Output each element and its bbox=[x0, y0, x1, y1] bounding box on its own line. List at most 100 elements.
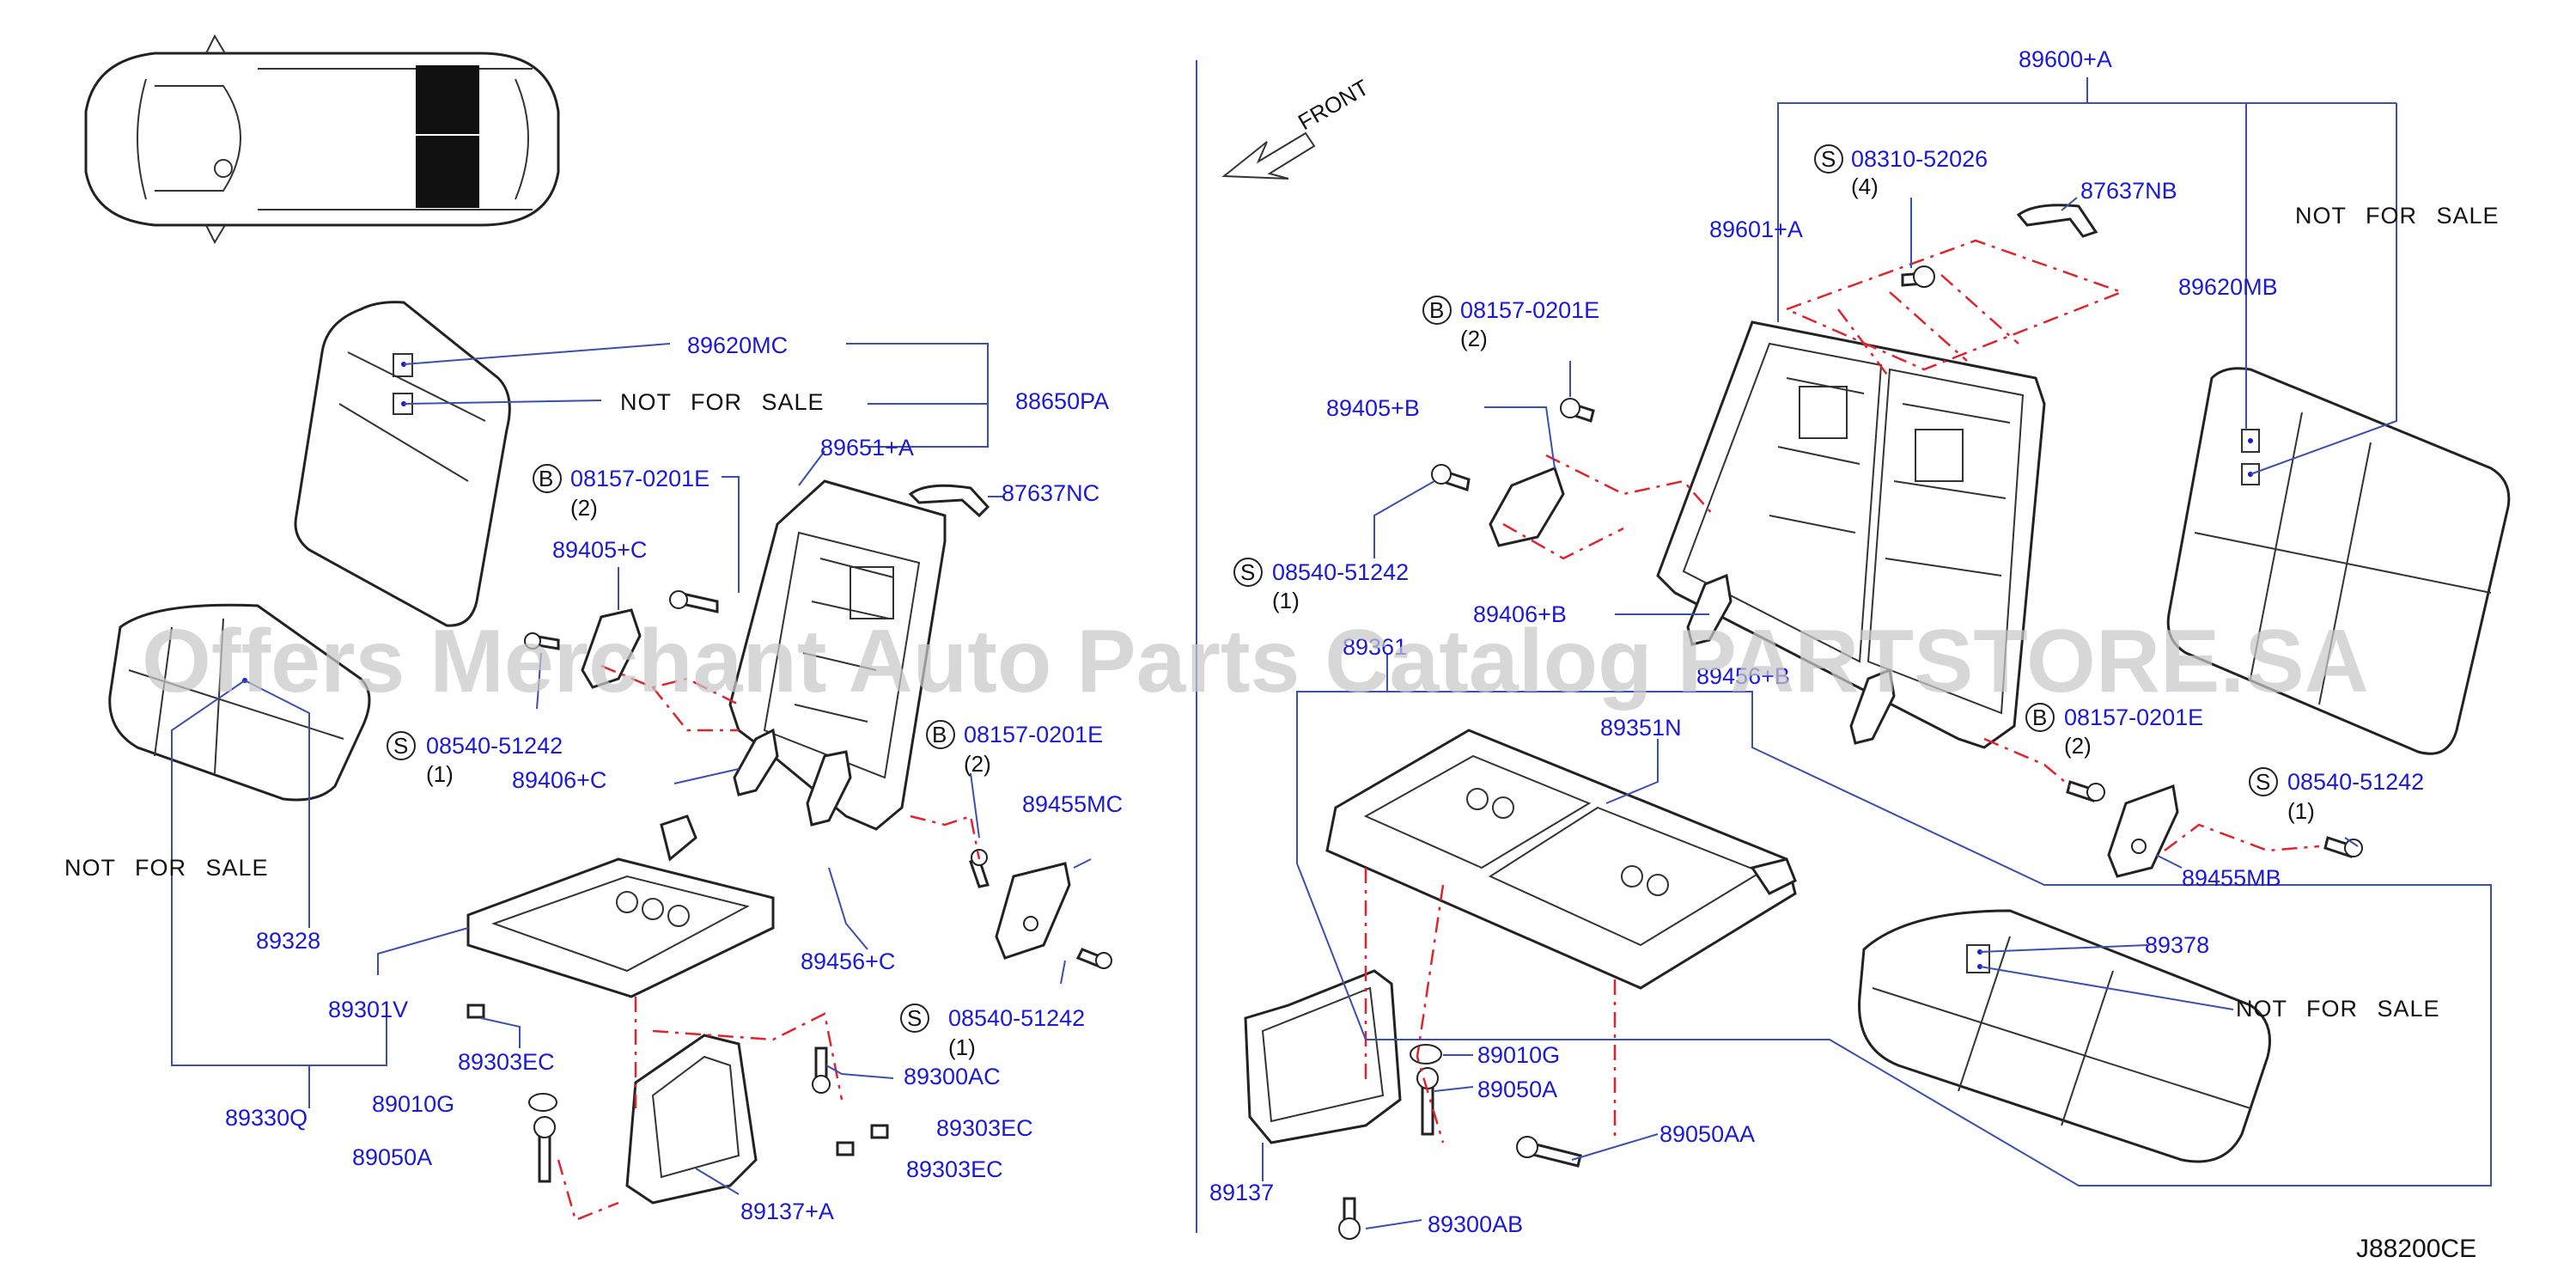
rear-seat-frame-89351N bbox=[1325, 729, 1797, 990]
part-label: 89351N bbox=[1600, 715, 1682, 741]
part-label: 89300AB bbox=[1428, 1211, 1523, 1237]
quantity-label: (4) bbox=[1851, 174, 1879, 199]
handle-87637NB bbox=[2016, 204, 2098, 238]
watermark-text: Offers Merchant Auto Parts Catalog PARTS… bbox=[142, 612, 2369, 711]
part-label: 89010G bbox=[1477, 1042, 1560, 1068]
left-markers: B S B S bbox=[387, 464, 955, 1033]
part-label: 89456+B bbox=[1696, 663, 1790, 689]
screw-marker-s: S bbox=[1240, 559, 1255, 585]
part-label: 89405+B bbox=[1326, 395, 1420, 421]
part-label: 89137 bbox=[1209, 1180, 1274, 1205]
part-label: 89406+C bbox=[512, 767, 606, 793]
part-label: 08540-51242 bbox=[1272, 559, 1409, 585]
part-label: 89330Q bbox=[225, 1105, 308, 1131]
rear-seat-back-frame bbox=[1656, 320, 2046, 749]
part-label: 89137+A bbox=[740, 1199, 834, 1224]
part-label: 89378 bbox=[2145, 932, 2209, 958]
frame-89137 bbox=[1244, 969, 1402, 1144]
quantity-label: (1) bbox=[2287, 798, 2315, 824]
front-arrow-icon: FRONT bbox=[1221, 74, 1373, 180]
seat-cushion bbox=[108, 603, 371, 802]
bolt-marker-b: B bbox=[539, 466, 553, 491]
part-label: 89328 bbox=[256, 928, 320, 954]
part-label: 08157-0201E bbox=[1460, 297, 1599, 323]
hinge-89405C bbox=[581, 608, 642, 689]
seat-back-cushion bbox=[294, 301, 511, 627]
part-label: 89050A bbox=[352, 1144, 432, 1170]
quantity-label: (1) bbox=[948, 1034, 976, 1060]
left-labels: 89620MC NOT FOR SALE 88650PA 89651+A 876… bbox=[64, 332, 1123, 1224]
part-label: 08540-51242 bbox=[2287, 769, 2424, 795]
part-label: 89456+C bbox=[801, 949, 895, 974]
part-label: 89303EC bbox=[936, 1115, 1033, 1141]
part-label: 89050AA bbox=[1659, 1121, 1755, 1147]
not-for-sale-note: NOT FOR SALE bbox=[2295, 203, 2500, 229]
seat-back-frame bbox=[728, 479, 947, 831]
part-label: 89301V bbox=[328, 997, 408, 1022]
quantity-label: (2) bbox=[964, 751, 991, 777]
screw-marker-s: S bbox=[1821, 146, 1836, 172]
bracket-89455MB bbox=[2107, 784, 2179, 878]
car-top-view-icon bbox=[84, 34, 560, 245]
frame-89137A bbox=[625, 1034, 758, 1205]
part-label: 89300AC bbox=[904, 1064, 1001, 1089]
part-label: 89620MC bbox=[687, 332, 788, 358]
not-for-sale-note: NOT FOR SALE bbox=[64, 855, 269, 881]
part-label: 88650PA bbox=[1015, 388, 1109, 414]
right-markers: S B S B S bbox=[1233, 144, 2278, 796]
right-fasteners bbox=[1338, 265, 2363, 1240]
part-label: 08157-0201E bbox=[570, 466, 709, 491]
part-label: 08310-52026 bbox=[1851, 146, 1988, 172]
rear-seat-cushion bbox=[1858, 909, 2271, 1163]
part-label: 89303EC bbox=[458, 1049, 555, 1075]
part-label: 08540-51242 bbox=[426, 733, 563, 759]
handle-87637NC bbox=[908, 484, 990, 518]
part-label: 89406+B bbox=[1473, 601, 1567, 627]
screw-marker-s: S bbox=[907, 1005, 922, 1031]
rear-seat-back-cushion bbox=[2166, 367, 2511, 755]
part-label: 08540-51242 bbox=[948, 1005, 1085, 1031]
part-label: 87637NC bbox=[1002, 480, 1099, 506]
not-for-sale-note: NOT FOR SALE bbox=[2236, 996, 2440, 1022]
part-label: 08157-0201E bbox=[964, 722, 1103, 747]
diagram-code: J88200CE bbox=[2356, 1235, 2476, 1263]
left-leaders bbox=[171, 343, 1092, 1195]
hinge-89405B bbox=[1489, 467, 1565, 547]
latch-89456B bbox=[1849, 668, 1896, 745]
part-label: 89303EC bbox=[906, 1156, 1003, 1182]
part-label: 89361 bbox=[1343, 634, 1407, 660]
right-leaders bbox=[1262, 77, 2492, 1229]
screw-marker-s: S bbox=[393, 733, 408, 759]
seat-frame-89301V bbox=[466, 814, 775, 998]
quantity-label: (2) bbox=[2064, 733, 2092, 759]
right-alignment-guides bbox=[1364, 239, 2320, 1144]
bolt-marker-b: B bbox=[932, 722, 947, 747]
not-for-sale-note: NOT FOR SALE bbox=[620, 389, 825, 415]
part-label: 89601+A bbox=[1709, 217, 1803, 242]
part-label: 87637NB bbox=[2080, 178, 2177, 204]
latch-89406B bbox=[1686, 573, 1733, 646]
quantity-label: (2) bbox=[1460, 326, 1488, 351]
part-label: 89455MC bbox=[1022, 791, 1123, 817]
bolt-marker-b: B bbox=[2032, 705, 2047, 730]
part-label: 08157-0201E bbox=[2064, 705, 2203, 730]
bracket-89455MC bbox=[995, 862, 1071, 960]
front-direction-label: FRONT bbox=[1294, 74, 1373, 135]
part-label: 89651+A bbox=[820, 435, 914, 461]
quantity-label: (1) bbox=[1272, 588, 1300, 613]
left-alignment-guides bbox=[557, 664, 981, 1222]
left-fasteners bbox=[466, 590, 1112, 1183]
part-label: 89010G bbox=[372, 1091, 454, 1117]
right-labels: 89600+A 08310-52026 (4) 87637NB NOT FOR … bbox=[1209, 46, 2500, 1237]
screw-marker-s: S bbox=[2256, 769, 2270, 795]
part-label: 89050A bbox=[1477, 1077, 1557, 1102]
latch-89406C bbox=[733, 728, 779, 796]
part-label: 89405+C bbox=[552, 537, 647, 563]
part-label: 89600+A bbox=[2019, 46, 2112, 72]
latch-89456C bbox=[806, 750, 852, 827]
part-label: 89455MB bbox=[2182, 865, 2281, 891]
bolt-marker-b: B bbox=[1429, 297, 1444, 323]
part-label: 89620MB bbox=[2178, 274, 2278, 300]
quantity-label: (1) bbox=[426, 761, 454, 787]
